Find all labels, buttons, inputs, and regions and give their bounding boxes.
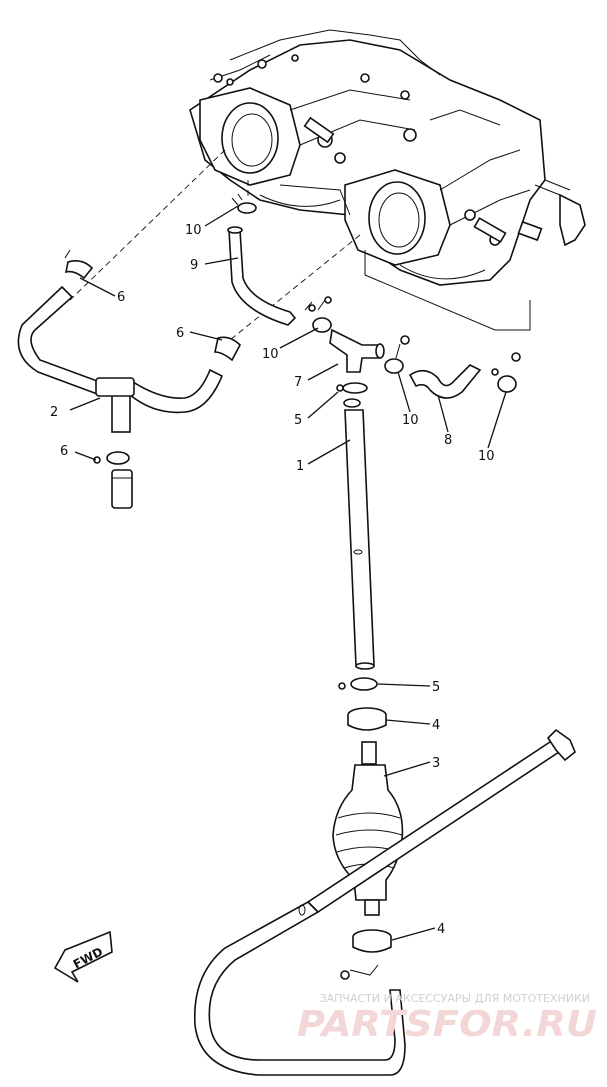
- callout-labels: 10 9 6 6 10 2 7 5 10 8 10 6 1 5 4 3 4: [50, 223, 495, 937]
- clamp-bottom: [340, 964, 379, 980]
- clamp-10-center: [384, 335, 410, 374]
- clamp-10-right: [491, 352, 521, 393]
- clamp-6-middle: [214, 336, 241, 362]
- carburetor-assembly: [189, 29, 586, 331]
- fwd-arrow-icon: FWD: [53, 930, 113, 983]
- hose-9: [227, 226, 297, 326]
- clamp-10-left: [304, 296, 332, 333]
- hose-8: [408, 364, 482, 399]
- callout-5-lower: 5: [432, 680, 440, 695]
- callout-5-upper: 5: [294, 413, 302, 428]
- callout-7: 7: [294, 375, 302, 390]
- callout-9: 9: [190, 258, 198, 273]
- assembly-guide-lines: [69, 149, 361, 341]
- callout-10-top: 10: [185, 223, 202, 238]
- clamp-10-top: [231, 193, 257, 214]
- fuel-hose-long: [193, 728, 576, 1076]
- t-fitting-7: [329, 328, 385, 373]
- callout-3: 3: [432, 756, 440, 771]
- callout-4-upper: 4: [432, 718, 440, 733]
- watermark-logo: PARTSFOR.RU: [297, 1004, 597, 1045]
- callout-10-left: 10: [262, 347, 279, 362]
- leader-lines: [69, 205, 507, 941]
- watermark: ЗАПЧАСТИ И АКСЕССУАРЫ ДЛЯ МОТОТЕХНИКИ PA…: [297, 992, 597, 1045]
- clamp-5-lower: [338, 677, 378, 691]
- callout-6-lower: 6: [60, 444, 68, 459]
- callout-10-right: 10: [478, 449, 495, 464]
- callout-1: 1: [296, 459, 304, 474]
- callout-10-center: 10: [402, 413, 419, 428]
- callout-6-upper: 6: [117, 290, 125, 305]
- callout-2: 2: [50, 405, 58, 420]
- drain-plug: [111, 469, 133, 509]
- clamp-6-lower: [93, 451, 130, 465]
- clamp-5-upper: [336, 382, 368, 408]
- callout-8: 8: [444, 433, 452, 448]
- callout-4-lower: 4: [437, 922, 445, 937]
- hose-1: [344, 409, 375, 670]
- callout-6-middle: 6: [176, 326, 184, 341]
- clamp-4-lower: [352, 929, 392, 953]
- hose-2: [17, 285, 224, 433]
- watermark-caption: ЗАПЧАСТИ И АКСЕССУАРЫ ДЛЯ МОТОТЕХНИКИ: [320, 992, 590, 1005]
- clamp-6-upper: [64, 249, 94, 280]
- clamp-4-upper: [347, 707, 387, 731]
